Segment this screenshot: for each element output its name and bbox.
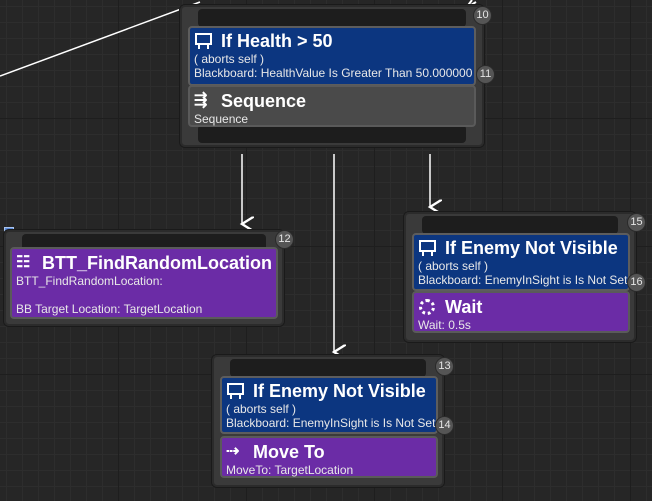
decorator-title: If Health > 50 [194,30,470,52]
wait-icon [418,298,440,316]
task-line2: BB Target Location: TargetLocation [16,302,203,316]
wait-branch-node[interactable]: 15 If Enemy Not Visible ( aborts self ) … [403,211,646,343]
decorator-aborts: ( aborts self ) [418,259,489,273]
sequence-icon: ⇶ [194,92,208,109]
task-title: Wait [418,296,624,318]
execution-order-badge: 13 [435,357,454,376]
task-subtitle: MoveTo: TargetLocation [226,463,354,477]
move-to-icon: ⇢ [226,443,240,460]
task-line1: BTT_FindRandomLocation: [16,274,163,288]
composite-sequence[interactable]: ⇶ Sequence Sequence [188,85,476,127]
wait-input-pin[interactable] [422,216,618,234]
decorator-title: If Enemy Not Visible [418,237,624,259]
decorator-aborts: ( aborts self ) [226,402,297,416]
task-wait[interactable]: Wait Wait: 0.5s [412,291,630,333]
blackboard-icon [418,239,440,257]
composite-title: ⇶ Sequence [194,91,307,111]
decorator-enemy-not-visible[interactable]: If Enemy Not Visible ( aborts self ) Bla… [220,376,438,434]
decorator-order-badge: 11 [476,65,495,84]
find-random-node[interactable]: 12 ☷ BTT_FindRandomLocation BTT_FindRand… [3,229,294,327]
root-node[interactable]: 10 If Health > 50 ( aborts self ) Blackb… [179,4,495,148]
composite-subtitle: Sequence [194,112,249,126]
decorator-title: If Enemy Not Visible [226,380,432,402]
decorator-aborts: ( aborts self ) [194,52,265,66]
decorator-blackboard: Blackboard: EnemyInSight is Is Not Set [418,273,628,287]
execution-order-badge: 15 [627,213,646,232]
task-find-random-location[interactable]: ☷ BTT_FindRandomLocation BTT_FindRandomL… [10,247,278,319]
decorator-order-badge: 14 [435,416,454,435]
incoming-wire [0,1,201,77]
root-input-pin[interactable] [198,9,466,27]
decorator-enemy-not-visible[interactable]: If Enemy Not Visible ( aborts self ) Bla… [412,233,630,291]
decorator-order-badge: 16 [627,273,646,292]
task-icon: ☷ [16,254,31,271]
task-title: ⇢ Move To [226,442,325,462]
move-branch-node[interactable]: 13 If Enemy Not Visible ( aborts self ) … [211,354,454,488]
task-move-to[interactable]: ⇢ Move To MoveTo: TargetLocation [220,436,438,478]
execution-order-badge: 10 [473,6,492,25]
decorator-blackboard: Blackboard: EnemyInSight is Is Not Set [226,416,436,430]
decorator-blackboard: Blackboard: HealthValue Is Greater Than … [194,66,473,80]
root-output-pin[interactable] [198,125,466,143]
task-subtitle: Wait: 0.5s [418,318,471,332]
move-input-pin[interactable] [230,359,426,377]
blackboard-icon [226,382,248,400]
decorator-health-check[interactable]: If Health > 50 ( aborts self ) Blackboar… [188,26,476,86]
task-title: ☷ BTT_FindRandomLocation [16,253,272,273]
execution-order-badge: 12 [275,230,294,249]
blackboard-icon [194,32,216,50]
